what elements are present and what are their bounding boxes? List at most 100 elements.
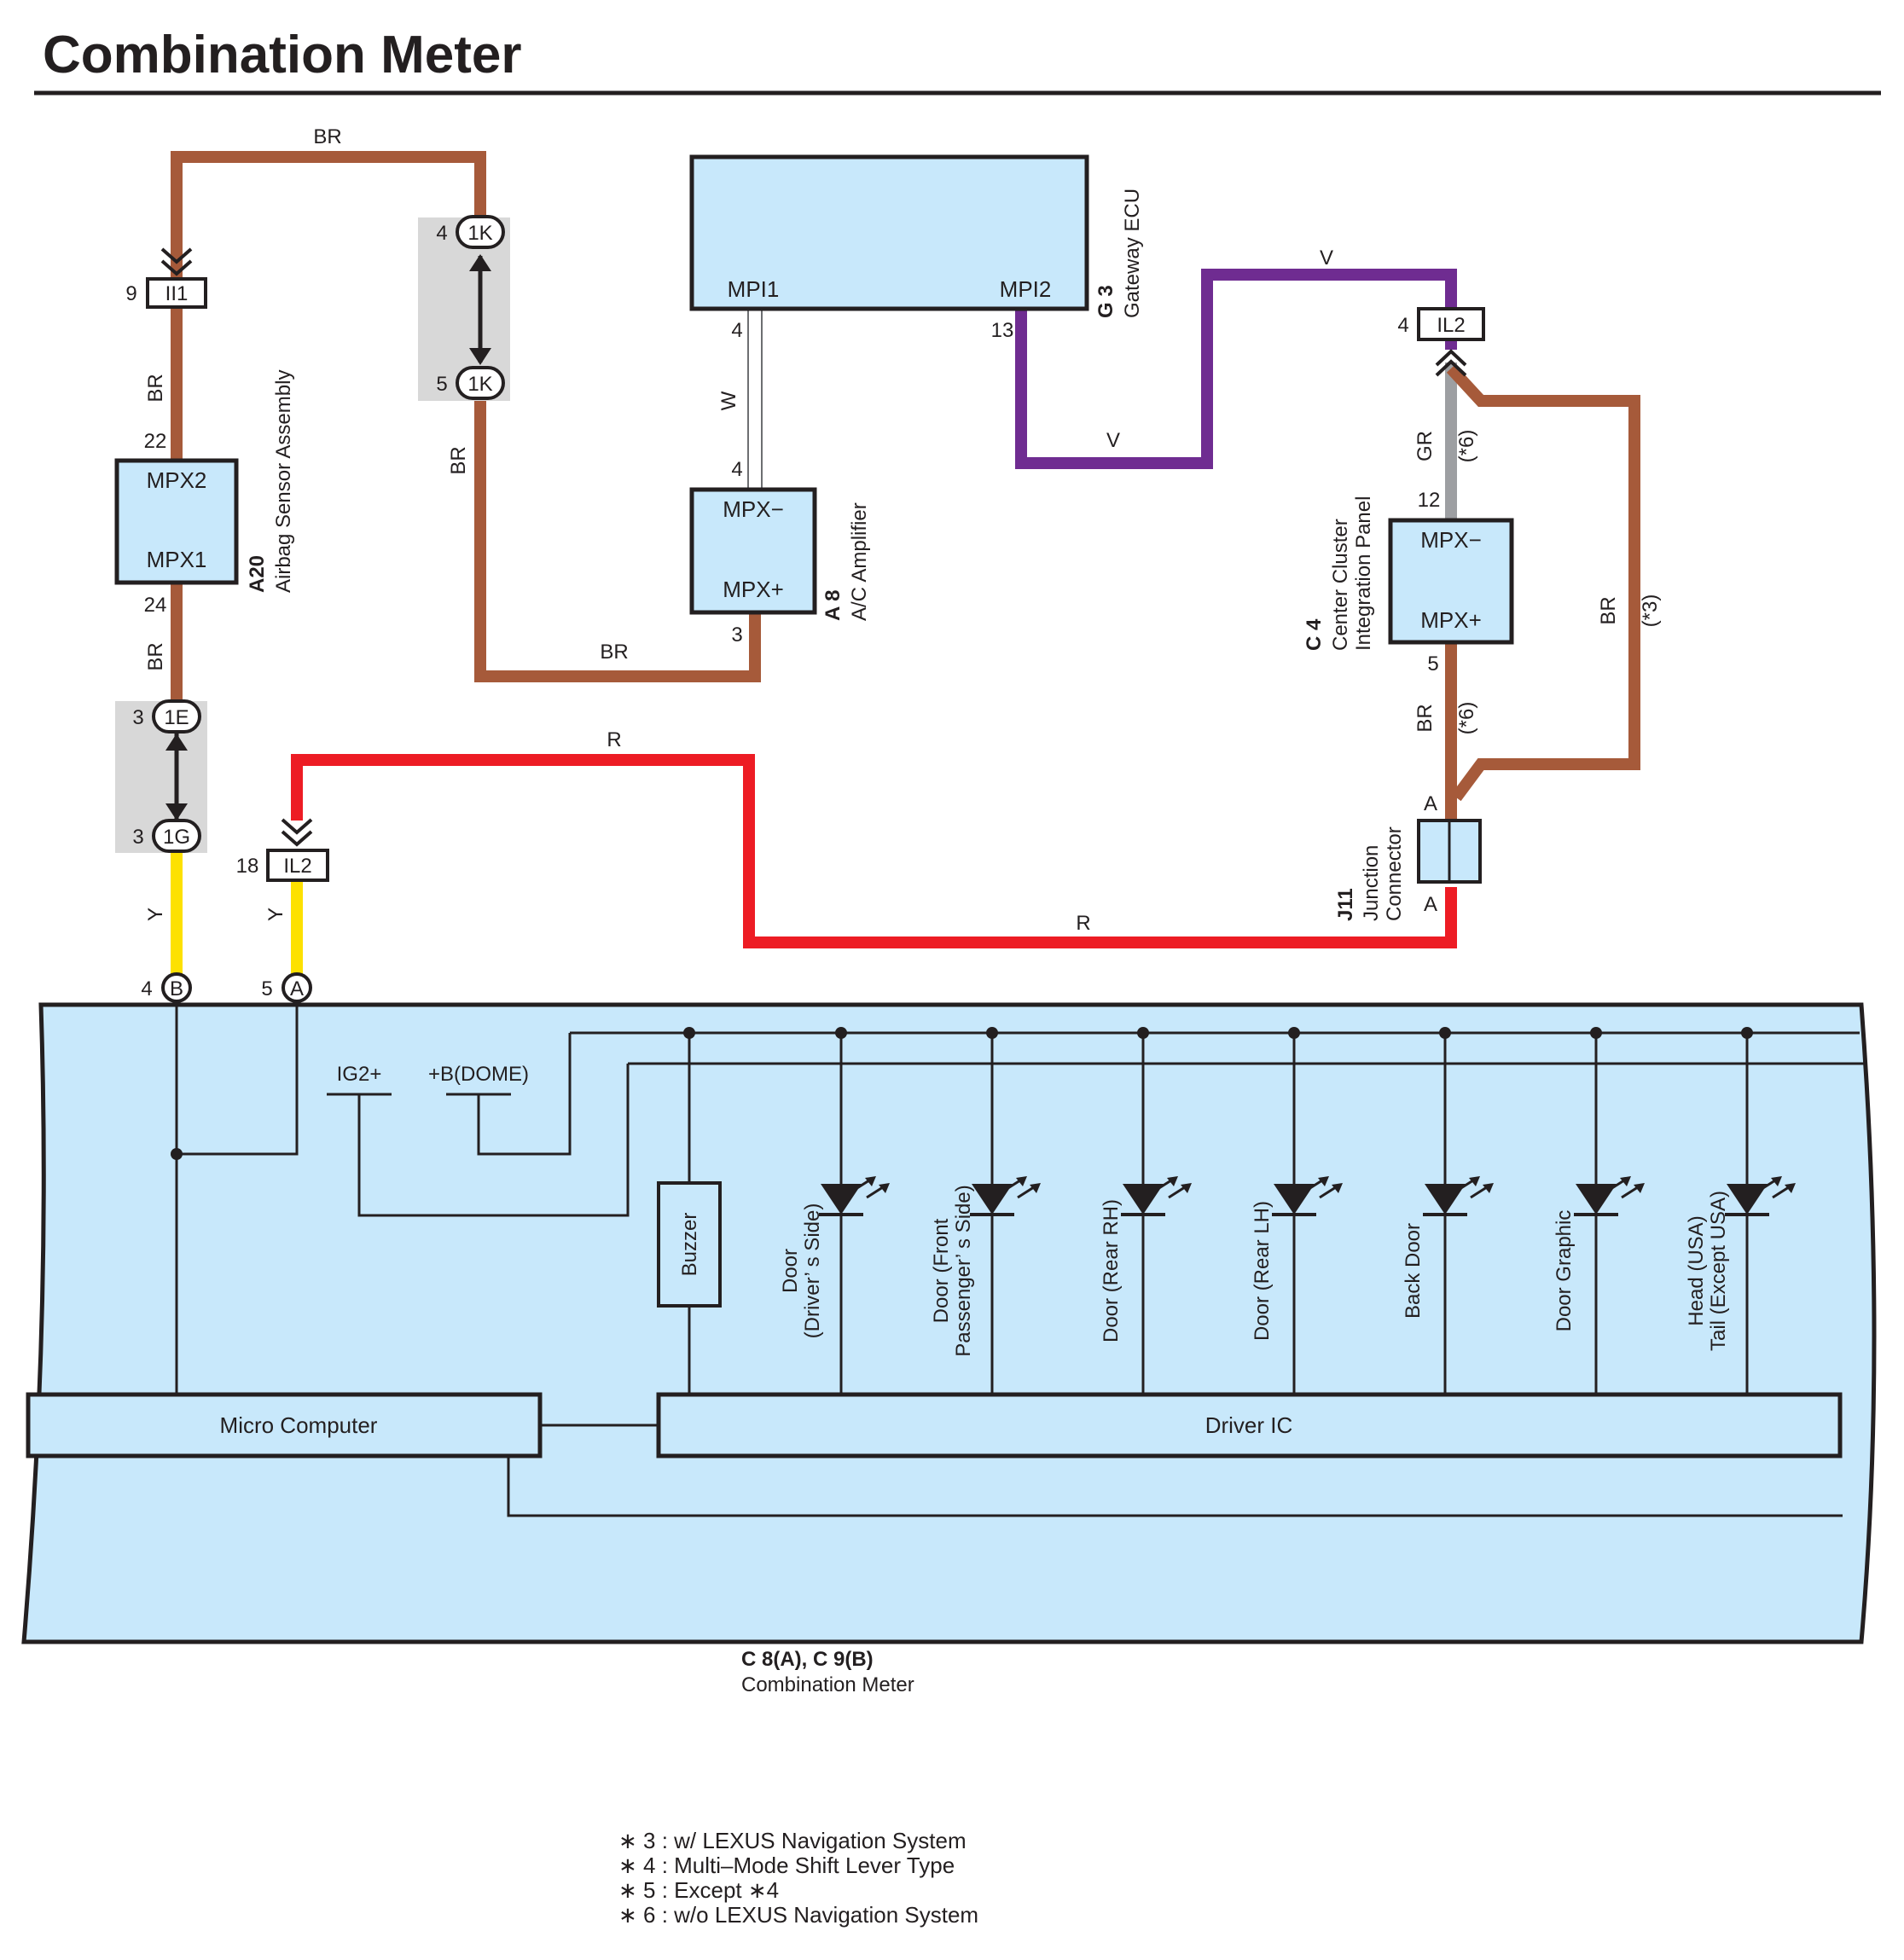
j11-pin-bottom: A — [1424, 893, 1437, 916]
meter-internal-wiring — [175, 1001, 1865, 1517]
indicator-lamp: Door (Rear RH) — [1100, 1033, 1192, 1395]
wire-label-r-top: R — [607, 728, 621, 751]
gateway-pin-left: 4 — [731, 319, 742, 342]
connector-il2-left-name: IL2 — [283, 855, 311, 878]
gateway-code: G 3 — [1094, 285, 1117, 318]
meter-code: C 8(A), C 9(B) — [741, 1648, 874, 1671]
lamp-label: Door Graphic — [1553, 1210, 1576, 1332]
wire-label-gr: GR — [1413, 431, 1437, 461]
connector-1e-name: 1E — [164, 706, 189, 729]
component-gateway-ecu: MPI1 MPI2 4 13 G 3 Gateway ECU — [689, 154, 1144, 342]
led-icon — [1727, 1184, 1768, 1215]
gateway-pin-right: 13 — [991, 319, 1014, 342]
indicator-lamp: Back Door — [1402, 1033, 1494, 1395]
indicator-lamp: Door(Driver’ s Side) — [779, 1033, 890, 1395]
ac-name: A/C Amplifier — [848, 502, 871, 621]
indicator-lamp: Door (Rear LH) — [1251, 1033, 1343, 1395]
c4-pin-top: 12 — [1418, 489, 1441, 512]
gateway-term-left: MPI1 — [728, 276, 780, 302]
a20-name: Airbag Sensor Assembly — [272, 370, 295, 593]
wire-label-br-c4-note: (*6) — [1455, 702, 1478, 735]
meter-micro-computer: Micro Computer — [26, 1392, 543, 1458]
lamp-label: Tail (Except USA) — [1707, 1191, 1730, 1351]
lamp-label: Door (Rear RH) — [1100, 1199, 1123, 1342]
j11-pin-top: A — [1424, 792, 1437, 815]
a20-term-top: MPX2 — [147, 467, 207, 493]
connector-ii1-pin: 9 — [125, 282, 136, 305]
meter-terminal-b-pin: 4 — [141, 977, 152, 1000]
connector-1k-top-pin: 4 — [436, 222, 447, 245]
lamp-label: Door (Front — [930, 1218, 953, 1323]
meter-driver-ic: Driver IC — [656, 1392, 1843, 1458]
wire-v-gateway-to-il2 — [1015, 269, 1457, 469]
component-center-cluster: MPX− MPX+ 12 5 C 4 Center Cluster Integr… — [1303, 489, 1514, 676]
meter-ig2-label: IG2+ — [337, 1063, 382, 1086]
lamp-label: Door (Rear LH) — [1251, 1201, 1274, 1341]
meter-terminal-b-name: B — [170, 977, 183, 1000]
lamp-label: Head (USA) — [1685, 1215, 1708, 1325]
wire-label-br-c4: BR — [1413, 704, 1437, 732]
c4-name-line1: Center Cluster — [1329, 519, 1352, 651]
connector-1g-pin: 3 — [132, 826, 143, 849]
led-icon — [1576, 1184, 1617, 1215]
meter-name: Combination Meter — [741, 1673, 914, 1696]
wire-label-v-top: V — [1320, 246, 1333, 270]
a20-pin-top: 22 — [144, 430, 167, 453]
connector-1k-bottom-name: 1K — [467, 373, 492, 396]
led-icon — [821, 1184, 862, 1215]
led-icon — [1425, 1184, 1466, 1215]
gateway-term-right: MPI2 — [1000, 276, 1052, 302]
meter-terminal-b: B 4 — [141, 972, 192, 1003]
wire-label-br-a20-lower: BR — [144, 642, 167, 670]
meter-buzzer: Buzzer — [657, 1181, 722, 1308]
lamp-label: Back Door — [1402, 1223, 1425, 1319]
c4-name-line2: Integration Panel — [1352, 496, 1375, 651]
led-icon — [972, 1184, 1013, 1215]
junction-1e-1g: 1E 3 1G 3 — [115, 699, 207, 853]
connector-ii1: II1 9 — [125, 247, 207, 309]
indicator-lamp: Door Graphic — [1553, 1033, 1645, 1395]
connector-1k-top-name: 1K — [467, 222, 492, 245]
meter-terminal-a-name: A — [290, 977, 304, 1000]
wire-label-y-right: Y — [264, 908, 287, 921]
wire-r-j11-to-il2 — [291, 754, 1457, 948]
meter-terminal-a: A 5 — [261, 972, 312, 1003]
wire-label-br-a20-upper: BR — [144, 374, 167, 402]
meter-terminal-a-pin: 5 — [261, 977, 272, 1000]
footnote: ∗ 6 : w/o LEXUS Navigation System — [618, 1902, 978, 1928]
ac-pin-bottom: 3 — [731, 623, 742, 647]
led-icon — [1274, 1184, 1315, 1215]
c4-pin-bottom: 5 — [1427, 652, 1438, 676]
connector-ii1-name: II1 — [165, 282, 189, 305]
c4-term-top: MPX− — [1420, 527, 1482, 553]
wire-label-br-1k: BR — [447, 446, 470, 474]
wire-label-r-bottom: R — [1076, 912, 1090, 935]
lamp-label: Door — [779, 1249, 802, 1293]
wire-br-il2-branch — [1446, 364, 1640, 802]
lamp-label: (Driver’ s Side) — [801, 1203, 824, 1339]
ac-term-top: MPX− — [723, 496, 784, 522]
component-a20: MPX2 MPX1 22 24 A20 Airbag Sensor Assemb… — [114, 370, 295, 617]
led-icon — [1123, 1184, 1164, 1215]
connector-1k-bottom-pin: 5 — [436, 373, 447, 396]
c4-code: C 4 — [1303, 618, 1326, 651]
wire-label-br-bottom: BR — [600, 641, 628, 664]
connector-il2-right-pin: 4 — [1397, 314, 1408, 337]
a20-term-bottom: MPX1 — [147, 547, 207, 572]
page-title: Combination Meter — [43, 26, 521, 84]
connector-1e-pin: 3 — [132, 706, 143, 729]
wire-w-gateway-to-ac — [747, 309, 763, 493]
wire-label-br-right-note: (*3) — [1639, 594, 1662, 628]
indicator-lamp: Head (USA)Tail (Except USA) — [1685, 1033, 1796, 1395]
connector-1g-name: 1G — [163, 826, 190, 849]
a20-code: A20 — [246, 555, 269, 593]
component-j11: A A J11 Junction Connector — [1334, 792, 1482, 921]
footnotes: ∗ 3 : w/ LEXUS Navigation System ∗ 4 : M… — [618, 1828, 978, 1928]
micro-computer-label: Micro Computer — [220, 1412, 378, 1438]
footnote: ∗ 3 : w/ LEXUS Navigation System — [618, 1828, 967, 1853]
connector-il2-left-pin: 18 — [236, 855, 259, 878]
wire-label-br-right: BR — [1597, 596, 1620, 624]
ac-term-bottom: MPX+ — [723, 577, 784, 602]
